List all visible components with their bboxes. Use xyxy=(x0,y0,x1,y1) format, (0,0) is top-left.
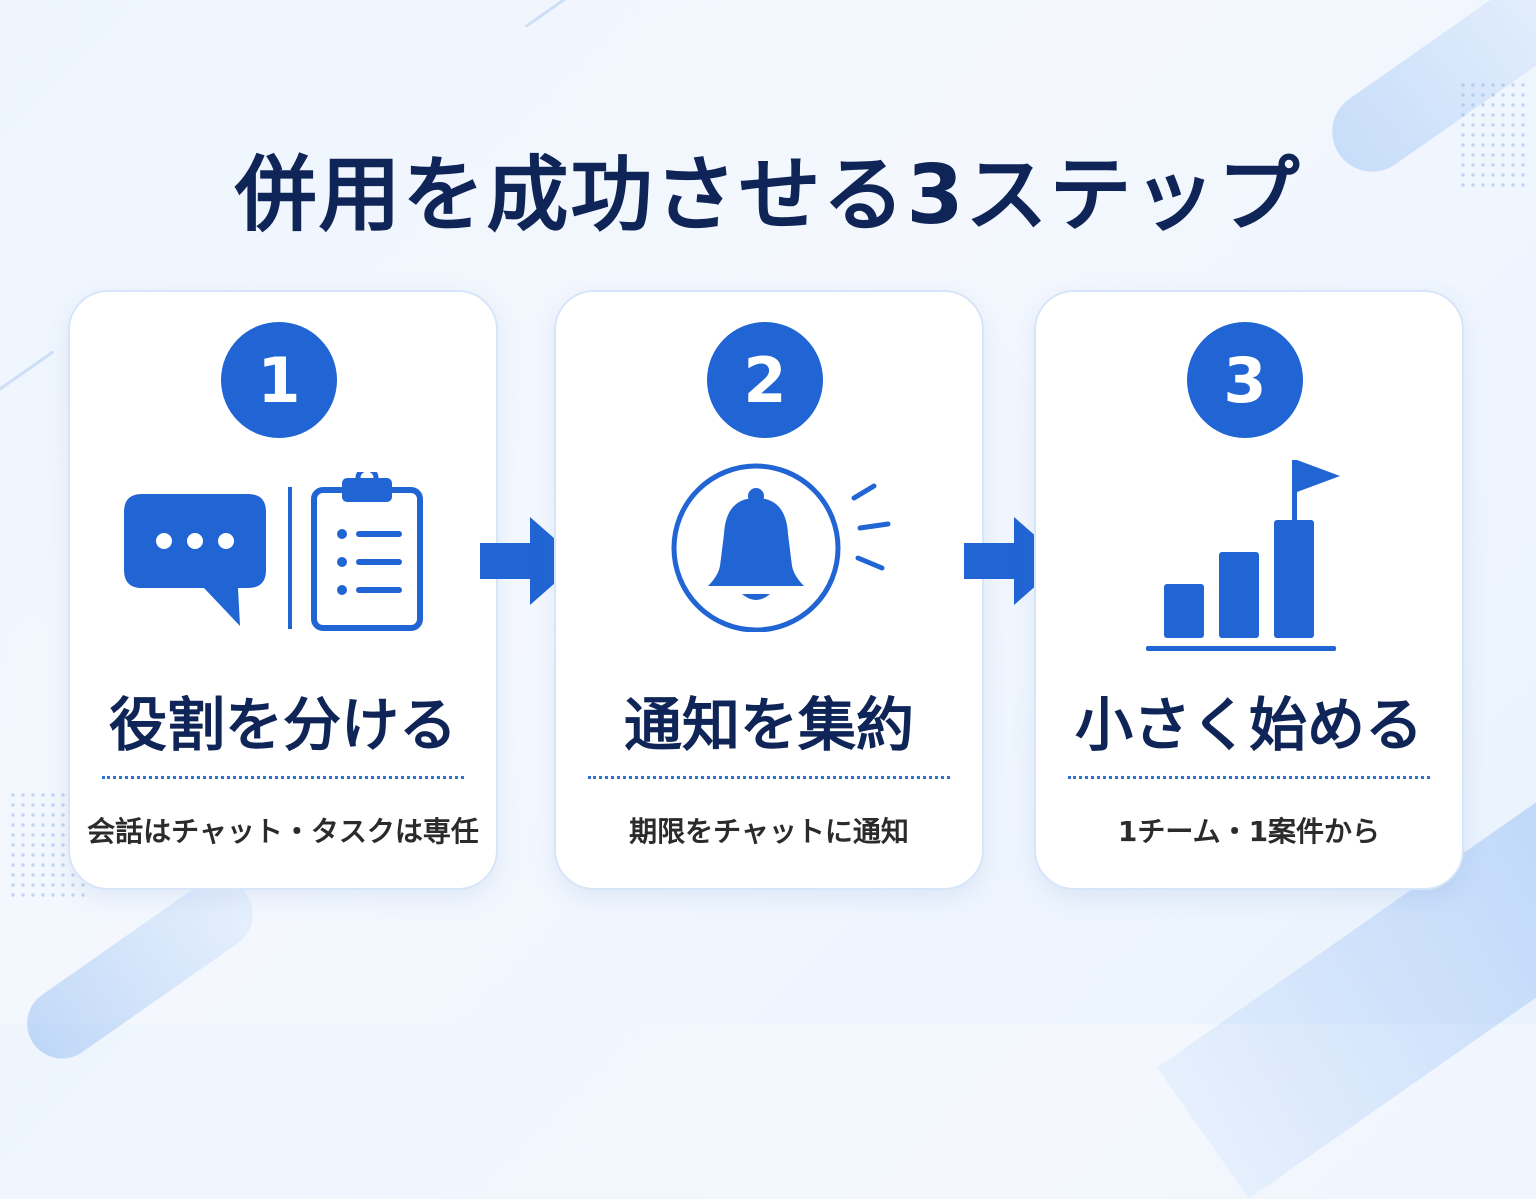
step-title: 小さく始める xyxy=(1074,691,1423,759)
step-title: 通知を集約 xyxy=(623,691,914,759)
divider xyxy=(288,487,292,629)
decorative-dots-right xyxy=(1458,80,1528,190)
dotted-divider xyxy=(1068,776,1430,779)
bell-icon xyxy=(671,463,891,632)
dotted-divider xyxy=(588,776,950,779)
step-number-badge: 3 xyxy=(1187,322,1303,438)
decorative-line xyxy=(0,350,55,393)
step-description: 会話はチャット・タスクは専任 xyxy=(87,815,479,848)
chat-bubble-icon xyxy=(124,494,266,626)
dotted-divider xyxy=(102,776,464,779)
chat-and-clipboard-icons xyxy=(124,472,423,631)
step-card-1: 1 役割を分ける 会話はチャット・タスクは専任 xyxy=(68,290,498,890)
step-number-badge: 2 xyxy=(707,322,823,438)
bar-chart-flag-icon xyxy=(1146,460,1340,651)
decorative-line xyxy=(524,0,576,28)
step-title: 役割を分ける xyxy=(108,691,457,759)
page-title: 併用を成功させる3ステップ xyxy=(234,148,1302,243)
step-number-badge: 1 xyxy=(221,322,337,438)
step-card-3: 3 小さく始める 1チーム・1案件から xyxy=(1034,290,1464,890)
step-description: 期限をチャットに通知 xyxy=(629,815,909,848)
step-description: 1チーム・1案件から xyxy=(1117,815,1381,848)
clipboard-checklist-icon xyxy=(311,472,423,631)
step-card-2: 2 通知を集約 期限をチャットに通知 xyxy=(554,290,984,890)
